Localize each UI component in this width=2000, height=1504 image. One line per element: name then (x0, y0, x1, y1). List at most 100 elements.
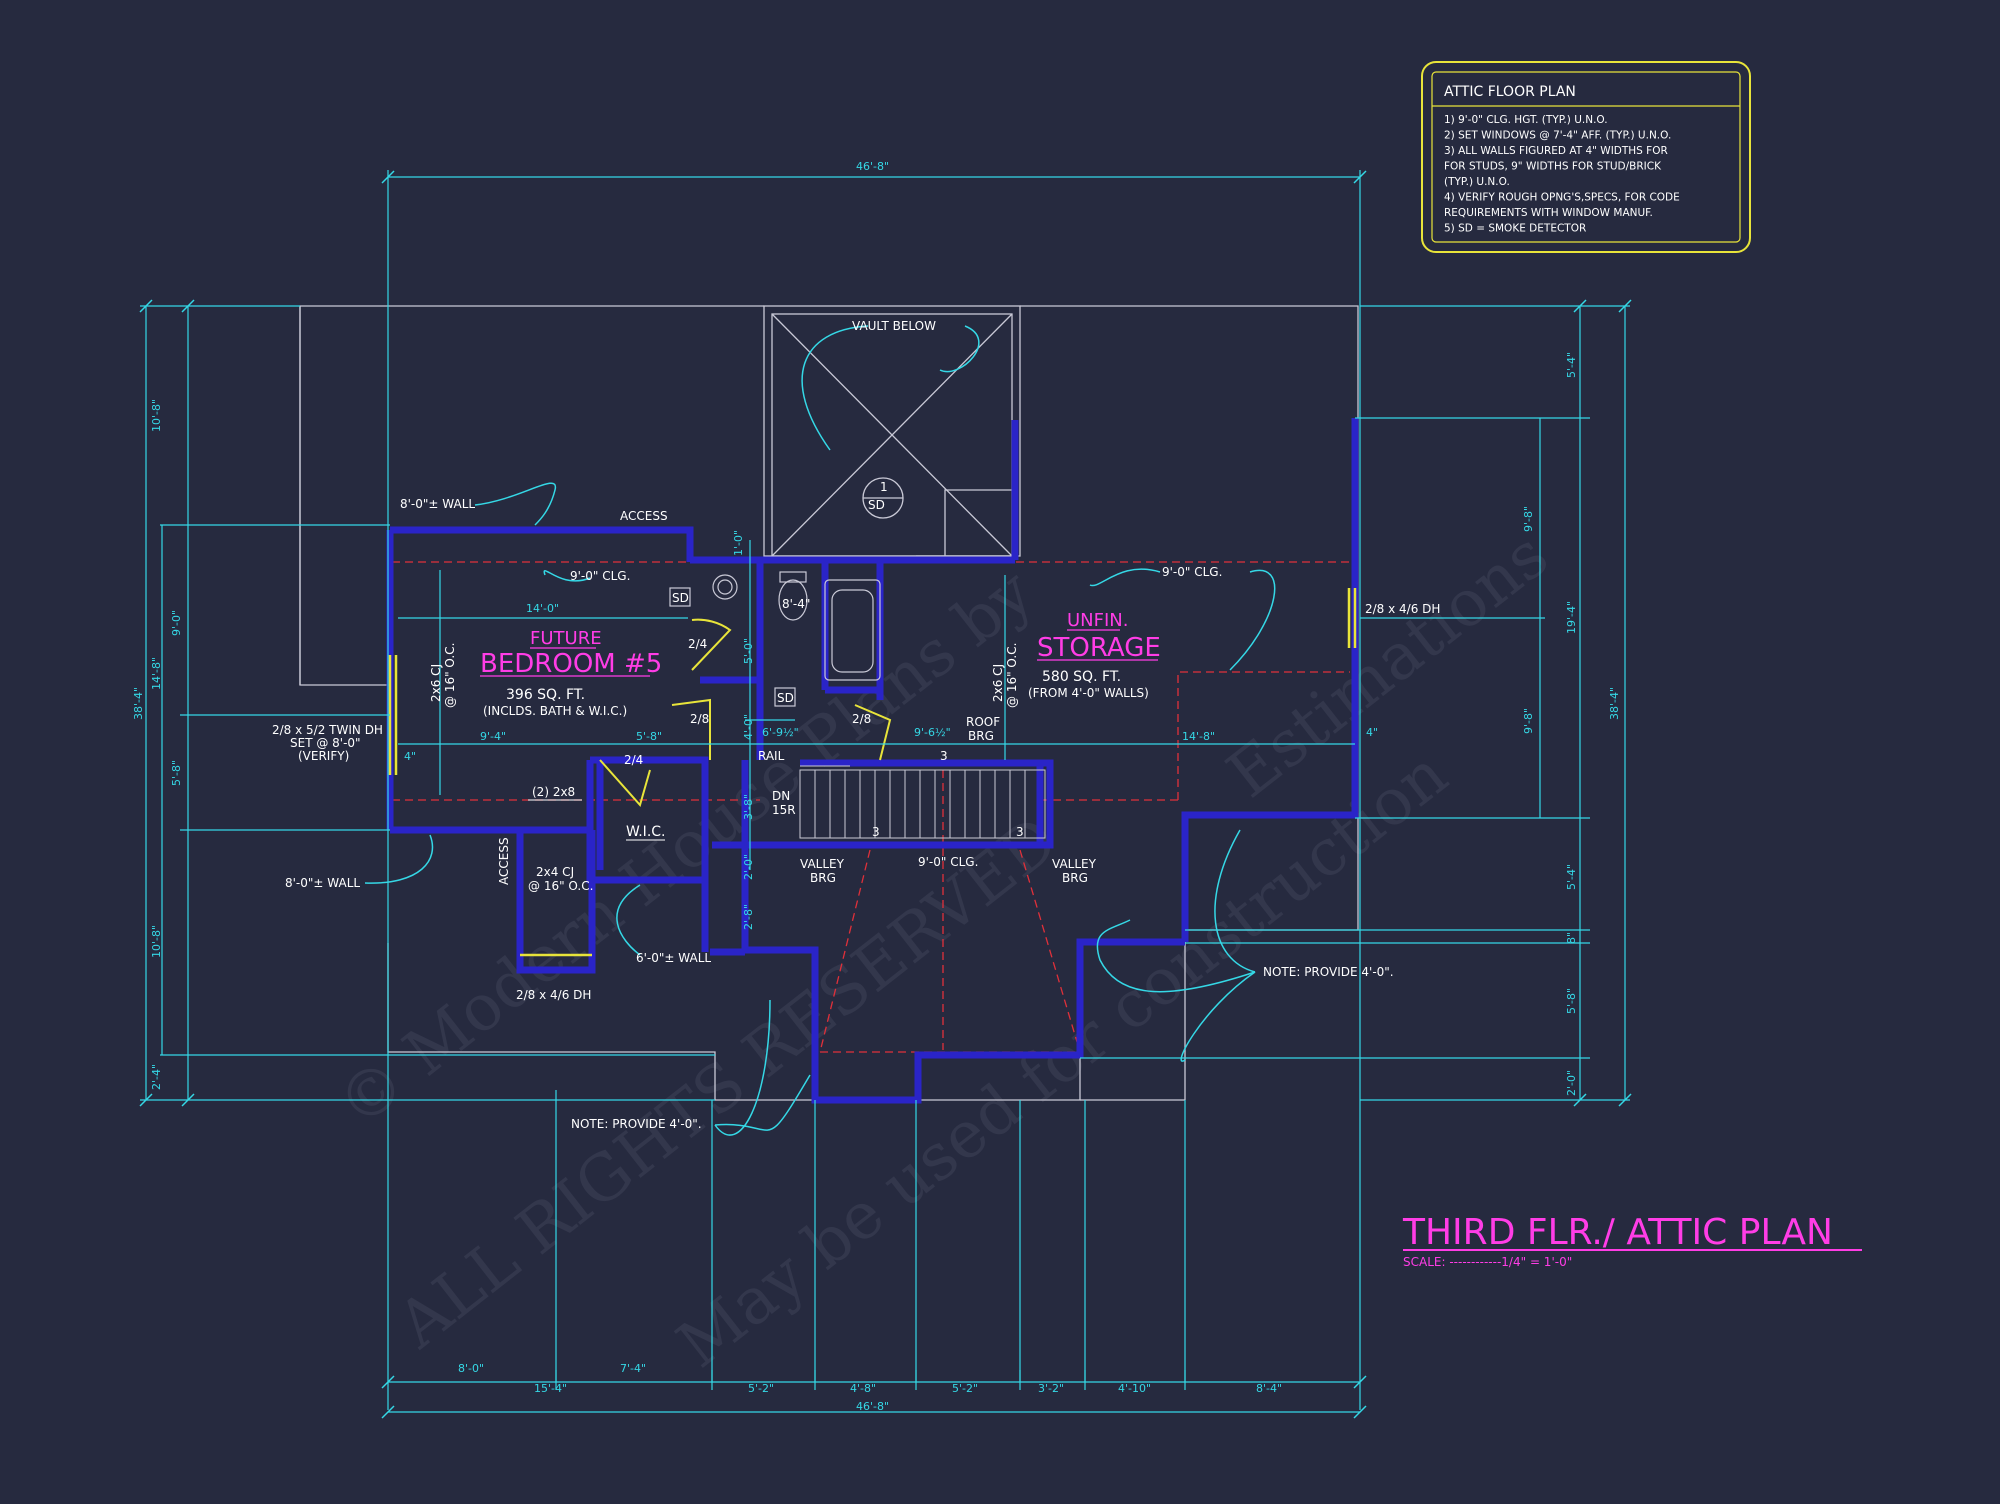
note-provide-right: NOTE: PROVIDE 4'-0". (1263, 965, 1394, 979)
ceiling-joist-bed-2: @ 16" O.C. (443, 643, 457, 708)
roof-bearing-label-2: BRG (968, 729, 994, 743)
stair-down-label: DN (772, 789, 790, 803)
valley-bearing-left-1: VALLEY (800, 857, 845, 871)
dim-right-5-8: 5'-8" (1565, 988, 1578, 1014)
dim-v-2-8: 2'-8" (742, 904, 755, 930)
door-size-label-1: 2/4 (688, 637, 707, 651)
dim-storage-14-8: 14'-8" (1182, 730, 1215, 743)
dim-bottom-8-4: 8'-4" (1256, 1382, 1282, 1395)
notes-item: 4) VERIFY ROUGH OPNG'S,SPECS, FOR CODE (1444, 192, 1680, 204)
access-label-top: ACCESS (620, 509, 668, 523)
dim-v-2-0: 2'-0" (742, 854, 755, 880)
dim-left-10-8b: 10'-8" (150, 925, 163, 958)
dim-bottom-8-0: 8'-0" (458, 1362, 484, 1375)
notes-item: (TYP.) U.N.O. (1444, 176, 1510, 188)
sd-count: 1 (880, 480, 888, 494)
dim-hall-9-6: 9'-6½" (914, 726, 951, 739)
dim-bottom-5-2a: 5'-2" (748, 1382, 774, 1395)
plan-title: THIRD FLR./ ATTIC PLAN (1402, 1212, 1833, 1253)
bearing-marker-2: 3 (940, 749, 948, 763)
dim-bottom-7-4: 7'-4" (620, 1362, 646, 1375)
dim-v-3-8: 3'-8" (742, 794, 755, 820)
dim-hall-6-9: 6'-9½" (762, 726, 799, 739)
dim-left-10-8a: 10'-8" (150, 399, 163, 432)
wall-height-label-top: 8'-0"± WALL (400, 497, 475, 511)
dimension-ticks (139, 170, 1632, 1419)
ceiling-label-hall: 9'-0" CLG. (918, 855, 978, 869)
beam-label: (2) 2x8 (532, 785, 575, 799)
watermark: © Modern House Plans by May be used for … (324, 518, 1562, 1382)
dim-top-overall: 46'-8" (856, 160, 889, 173)
notes-box: ATTIC FLOOR PLAN 1) 9'-0" CLG. HGT. (TYP… (1421, 61, 1751, 253)
notes-item: 5) SD = SMOKE DETECTOR (1444, 223, 1586, 235)
storage-name: STORAGE (1037, 633, 1161, 663)
storage-area: 580 SQ. FT. (1042, 669, 1121, 685)
dim-right-5-4b: 5'-4" (1565, 864, 1578, 890)
dim-v-1-0: 1'-0" (732, 530, 745, 556)
dimension-lines (140, 170, 1630, 1413)
valley-bearing-left-2: BRG (810, 871, 836, 885)
dim-v-5-0: 5'-0" (742, 638, 755, 664)
ceiling-joist-small-1: 2x4 CJ (536, 865, 574, 879)
window-label-left-2: SET @ 8'-0" (290, 736, 361, 750)
wall-height-label-bottom: 6'-0"± WALL (636, 951, 711, 965)
window-label-bottom: 2/8 x 4/6 DH (516, 988, 591, 1002)
walls (386, 418, 1359, 1104)
bedroom-area-note: (INCLDS. BATH & W.I.C.) (483, 704, 627, 718)
rail-label: RAIL (758, 749, 785, 763)
bedroom-name: BEDROOM #5 (480, 649, 662, 679)
window-label-left-3: (VERIFY) (298, 749, 349, 763)
bath-fixtures (669, 571, 881, 707)
smoke-detector-label-vault: SD (868, 498, 885, 512)
wall-height-label-left: 8'-0"± WALL (285, 876, 360, 890)
ceiling-label-storage: 9'-0" CLG. (1162, 565, 1222, 579)
dim-right-5-4a: 5'-4" (1565, 352, 1578, 378)
notes-item: FOR STUDS, 9" WIDTHS FOR STUD/BRICK (1444, 161, 1662, 173)
dim-left-overall: 38'-4" (132, 687, 145, 720)
dim-bottom-3-2: 3'-2" (1038, 1382, 1064, 1395)
dim-bottom-overall: 46'-8" (856, 1400, 889, 1413)
storage-unfin-label: UNFIN. (1067, 610, 1129, 631)
dim-right-9-8a: 9'-8" (1522, 506, 1535, 532)
door-size-label-4: 2/8 (852, 712, 871, 726)
wic-label: W.I.C. (626, 824, 666, 840)
stair-risers-label: 15R (772, 803, 796, 817)
dim-right-9-8b: 9'-8" (1522, 708, 1535, 734)
access-label-side: ACCESS (497, 837, 511, 885)
dim-bed-5-8: 5'-8" (636, 730, 662, 743)
dim-right-19-4: 19'-4" (1565, 601, 1578, 634)
vault-below-label: VAULT BELOW (852, 319, 936, 333)
ceiling-joist-bed-1: 2x6 CJ (429, 664, 443, 702)
dim-bottom-4-8: 4'-8" (850, 1382, 876, 1395)
notes-title: ATTIC FLOOR PLAN (1444, 84, 1576, 100)
dim-left-9-0: 9'-0" (170, 610, 183, 636)
note-provide-bottom: NOTE: PROVIDE 4'-0". (571, 1117, 702, 1131)
door-swings (599, 618, 892, 808)
notes-item: 1) 9'-0" CLG. HGT. (TYP.) U.N.O. (1444, 114, 1608, 126)
window-label-left-1: 2/8 x 5/2 TWIN DH (272, 723, 383, 737)
ceiling-joist-sto-1: 2x6 CJ (991, 664, 1005, 702)
valley-bearing-right-2: BRG (1062, 871, 1088, 885)
door-size-label-2: 2/8 (690, 712, 709, 726)
dim-v-4-0: 4'-0" (742, 714, 755, 740)
dim-bottom-15-4: 15'-4" (534, 1382, 567, 1395)
dim-left-2-4: 2'-4" (150, 1064, 163, 1090)
dim-storage-4: 4" (1366, 726, 1378, 739)
notes-outer-border (1421, 61, 1751, 253)
plan-scale: SCALE: ------------1/4" = 1'-0" (1403, 1255, 1572, 1269)
ceiling-label-bedroom: 9'-0" CLG. (570, 569, 630, 583)
dim-bottom-5-2b: 5'-2" (952, 1382, 978, 1395)
bedroom-area: 396 SQ. FT. (506, 687, 585, 703)
dim-bed-14-0: 14'-0" (526, 602, 559, 615)
dim-left-14-8: 14'-8" (150, 657, 163, 690)
window-label-right: 2/8 x 4/6 DH (1365, 602, 1440, 616)
door-size-label-3: 2/4 (624, 753, 643, 767)
bearing-marker-3: 3 (1016, 825, 1024, 839)
stair-treads (799, 765, 1046, 839)
bearing-marker-1: 3 (872, 825, 880, 839)
ceiling-joist-sto-2: @ 16" O.C. (1005, 643, 1019, 708)
leader-lines (364, 325, 1276, 1136)
smoke-detector-label-bed: SD (672, 591, 689, 605)
bedroom-future-label: FUTURE (530, 628, 602, 649)
